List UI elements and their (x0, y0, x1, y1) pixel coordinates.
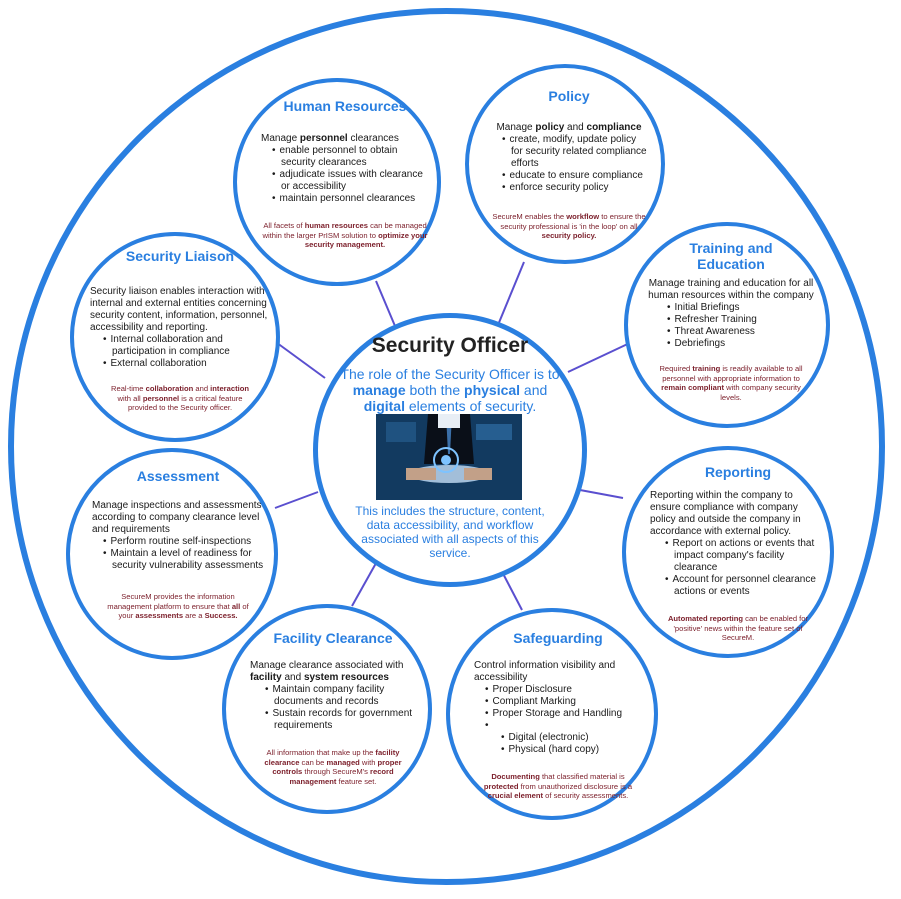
list-item: Report on actions or events that impact … (673, 538, 826, 574)
node-lead: Manage inspections and assessments accor… (92, 500, 262, 535)
center-role: The role of the Security Officer is to m… (340, 366, 560, 414)
list-item: Digital (electronic) (509, 732, 642, 744)
center-title: Security Officer (371, 334, 529, 357)
list-item: Refresher Training (675, 314, 816, 326)
list-item: adjudicate issues with clearance or acce… (280, 169, 429, 193)
list-item: Initial Briefings (675, 302, 816, 314)
center-scope: This includes the structure, content, da… (355, 504, 545, 560)
bullet-list: Internal collaboration and participation… (98, 334, 270, 370)
bullet-list: Proper Disclosure Compliant Marking Prop… (480, 684, 642, 756)
node-note: Required training is readily available t… (659, 364, 803, 402)
node-assessment: Assessment Manage inspections and assess… (66, 448, 278, 660)
list-item: enable personnel to obtain security clea… (280, 145, 429, 169)
list-item: Physical (hard copy) (509, 744, 642, 756)
bullet-list: enable personnel to obtain security clea… (267, 145, 429, 205)
node-reporting: Reporting Reporting within the company t… (622, 446, 834, 658)
center-security-officer: Security Officer The role of the Securit… (313, 313, 587, 587)
list-item: Maintain company facility documents and … (273, 684, 416, 708)
node-lead: Manage training and education for all hu… (648, 278, 814, 301)
list-item: enforce security policy (510, 182, 647, 194)
list-item: Threat Awareness (675, 326, 816, 338)
node-title: Facility Clearance (273, 630, 393, 646)
node-title: Policy (548, 88, 590, 104)
bullet-list: Maintain company facility documents and … (260, 684, 416, 732)
node-facility-clearance: Facility Clearance Manage clearance asso… (222, 604, 432, 814)
bullet-list: create, modify, update policy for securi… (497, 134, 647, 194)
node-lead: Manage personnel clearances (261, 133, 399, 144)
list-item: educate to ensure compliance (510, 170, 647, 182)
node-safeguarding: Safeguarding Control information visibil… (446, 608, 658, 820)
node-human-resources: Human Resources Manage personnel clearan… (233, 78, 441, 286)
list-item: Proper Storage and Handling (493, 708, 642, 720)
node-training-education: Training and Education Manage training a… (624, 222, 830, 428)
node-security-liaison: Security Liaison Security liaison enable… (70, 232, 280, 442)
bullet-list: Report on actions or events that impact … (660, 538, 826, 598)
list-item: Sustain records for government requireme… (273, 708, 416, 732)
node-note: All facets of human resources can be man… (262, 221, 428, 249)
node-title: Training and Education (689, 240, 773, 272)
node-note: All information that make up the facilit… (264, 748, 402, 786)
list-item: maintain personnel clearances (280, 193, 429, 205)
node-lead: Manage policy and compliance (496, 122, 642, 133)
node-lead: Security liaison enables interaction wit… (90, 286, 268, 333)
node-lead: Control information visibility and acces… (474, 660, 616, 683)
list-item: Maintain a level of readiness for securi… (111, 548, 264, 572)
node-note: Documenting that classified material is … (483, 772, 633, 800)
node-note: Real-time collaboration and interaction … (110, 384, 249, 412)
node-title: Human Resources (283, 98, 407, 114)
node-policy: Policy Manage policy and compliance crea… (465, 64, 665, 264)
list-item: External collaboration (111, 358, 270, 370)
node-note: SecureM enables the workflow to ensure t… (492, 212, 646, 240)
node-note: SecureM provides the information managem… (107, 592, 249, 620)
list-item: Perform routine self-inspections (111, 536, 264, 548)
node-title: Security Liaison (125, 248, 235, 264)
list-item: Internal collaboration and participation… (111, 334, 270, 358)
bullet-list: Initial Briefings Refresher Training Thr… (662, 302, 816, 350)
business-person-tablet-image (376, 414, 522, 500)
node-lead: Reporting within the company to ensure c… (650, 490, 801, 537)
bullet-list: Perform routine self-inspections Maintai… (98, 536, 264, 572)
node-title: Reporting (704, 464, 772, 480)
sub-list: Digital (electronic) Physical (hard copy… (494, 720, 642, 756)
list-item: Compliant Marking (493, 696, 642, 708)
node-title: Assessment (136, 468, 220, 484)
list-item: create, modify, update policy for securi… (510, 134, 647, 170)
node-lead: Manage clearance associated with facilit… (250, 660, 404, 683)
node-note: Automated reporting can be enabled for '… (667, 614, 809, 642)
list-item: Proper Disclosure (493, 684, 642, 696)
outer-ring (8, 8, 885, 885)
list-item: Account for personnel clearance actions … (673, 574, 826, 598)
list-item: Debriefings (675, 338, 816, 350)
node-title: Safeguarding (513, 630, 603, 646)
